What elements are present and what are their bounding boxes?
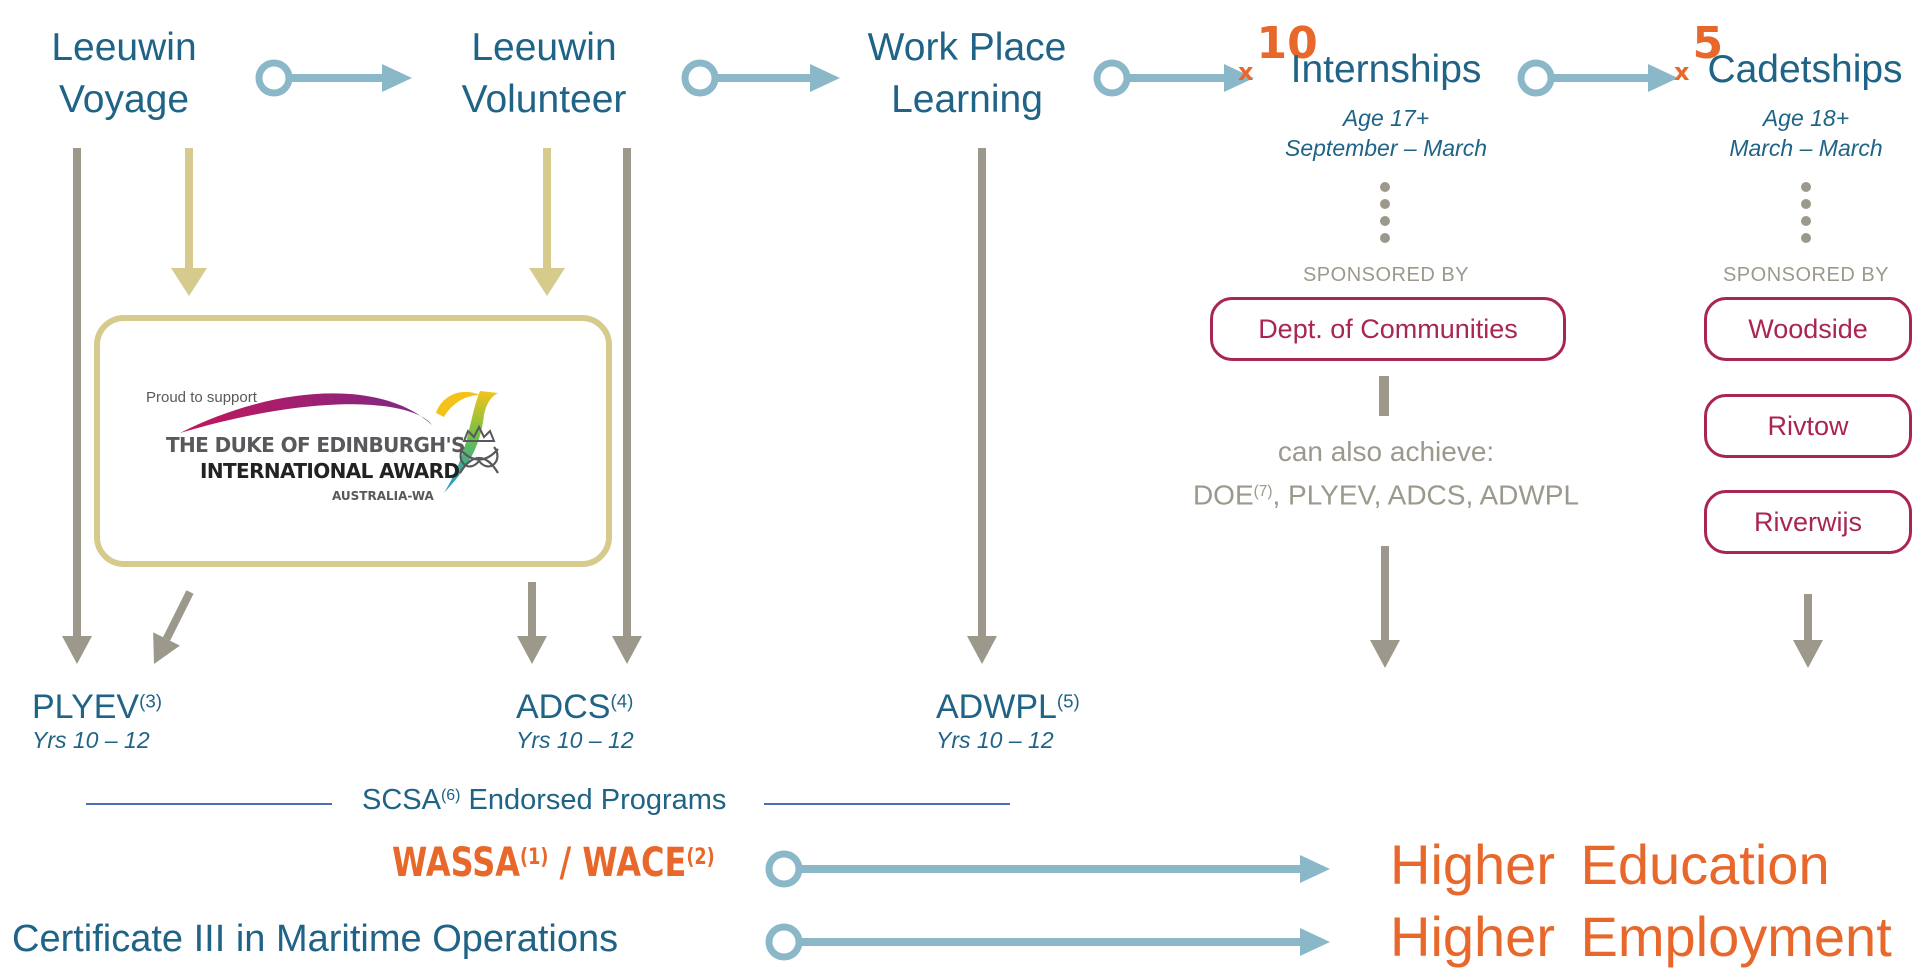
sponsor-woodside: Woodside (1704, 297, 1912, 361)
arrow-voyage-doe-head (171, 268, 207, 296)
doe-crown-icon (459, 424, 499, 474)
arrow-cadetships-down-head (1793, 640, 1823, 668)
arrow-voyage-plyev-head (62, 636, 92, 664)
credential-note: (3) (139, 690, 162, 712)
also-achieve-label: can also achieve: (1277, 436, 1495, 467)
credential-years: Yrs 10 – 12 (516, 727, 634, 753)
internships-dots (1380, 182, 1390, 243)
doe-title-line1: THE DUKE OF EDINBURGH'S (166, 433, 465, 457)
connector-bar (1379, 376, 1389, 416)
internships-sponsored-by: SPONSORED BY (1302, 264, 1470, 286)
connector-voyage-volunteer-head (382, 64, 412, 92)
connector-wpl-internships-ring (1093, 59, 1131, 97)
also-achieve-list: DOE(7), PLYEV, ADCS, ADWPL (1192, 479, 1580, 511)
wassa-wace-label: WASSA(1) / WACE(2) (392, 840, 715, 886)
stage-line2: Learning (891, 78, 1043, 121)
arrow-doe-adcs-head (517, 636, 547, 664)
scsa-rule-right (764, 803, 1010, 805)
duke-of-edinburgh-logo-box: Proud to support THE DUKE OF EDINBURGH'S… (94, 315, 612, 567)
doe-proud-to-support: Proud to support (146, 389, 257, 406)
sponsor-rivtow: Rivtow (1704, 394, 1912, 458)
connector-wassa-education-head (1300, 855, 1330, 883)
certificate-label: Certificate III in Maritime Operations (12, 918, 619, 960)
cadetships-title: Cadetships (1707, 48, 1903, 91)
cadetships-period: March – March (1729, 135, 1883, 161)
credential-adwpl: ADWPL(5) Yrs 10 – 12 (936, 688, 1080, 754)
credential-name: PLYEV (32, 688, 140, 726)
connector-volunteer-wpl-head (810, 64, 840, 92)
credential-name: ADWPL (936, 688, 1057, 726)
sponsor-dept-of-communities: Dept. of Communities (1210, 297, 1566, 361)
sponsor-riverwijs: Riverwijs (1704, 490, 1912, 554)
internships-period: September – March (1285, 135, 1487, 161)
stage-line1: Work Place (867, 26, 1067, 69)
doe-title-line2: INTERNATIONAL AWARD (200, 459, 460, 483)
stage-work-place-learning: Work Place Learning (862, 22, 1072, 126)
outcome-higher-education: Higher Education (1390, 833, 1830, 896)
cadetships-sponsored-by: SPONSORED BY (1722, 264, 1890, 286)
stage-leeuwin-voyage: Leeuwin Voyage (42, 22, 206, 126)
scsa-endorsed-programs: SCSA(6) Endorsed Programs (350, 784, 739, 817)
connector-wpl-internships-head (1224, 64, 1254, 92)
credential-years: Yrs 10 – 12 (32, 727, 150, 753)
connector-certificate-employment-ring (765, 923, 803, 961)
credential-note: (5) (1056, 690, 1080, 712)
also-achieve: can also achieve: DOE(7), PLYEV, ADCS, A… (1146, 432, 1626, 515)
connector-voyage-volunteer-ring (255, 59, 293, 97)
credential-years: Yrs 10 – 12 (936, 727, 1054, 753)
credential-plyev: PLYEV(3) Yrs 10 – 12 (32, 688, 162, 754)
credential-adcs: ADCS(4) Yrs 10 – 12 (516, 688, 634, 754)
arrow-doe-plyev-line (162, 590, 194, 641)
stage-line1: Leeuwin (51, 26, 197, 69)
cadetships-dots (1801, 182, 1811, 243)
stage-leeuwin-volunteer: Leeuwin Volunteer (452, 22, 636, 126)
stage-line1: Leeuwin (471, 26, 617, 69)
connector-volunteer-wpl-ring (681, 59, 719, 97)
internships-age: Age 17+ (1342, 105, 1430, 131)
connector-internships-cadetships-ring (1517, 59, 1555, 97)
scsa-rule-left (86, 803, 332, 805)
outcome-higher-employment: Higher Employment (1390, 905, 1892, 968)
connector-wassa-education-ring (765, 850, 803, 888)
connector-certificate-employment-head (1300, 928, 1330, 956)
internships-title: Internships (1290, 48, 1482, 91)
internships-multiplier: x10 (1238, 18, 1318, 86)
arrow-doe-plyev-head (153, 632, 180, 664)
arrow-volunteer-doe-head (529, 268, 565, 296)
arrow-wpl-adwpl-head (967, 636, 997, 664)
doe-region: AUSTRALIA-WA (332, 489, 434, 503)
credential-note: (4) (610, 690, 634, 712)
connector-internships-cadetships-head (1648, 64, 1678, 92)
stage-line2: Voyage (58, 78, 190, 121)
credential-name: ADCS (516, 688, 611, 726)
stage-line2: Volunteer (461, 78, 627, 121)
arrow-volunteer-adcs-head (612, 636, 642, 664)
arrow-internships-down-head (1370, 640, 1400, 668)
cadetships-age: Age 18+ (1762, 105, 1850, 131)
cadetships-multiplier: x5 (1674, 18, 1724, 86)
